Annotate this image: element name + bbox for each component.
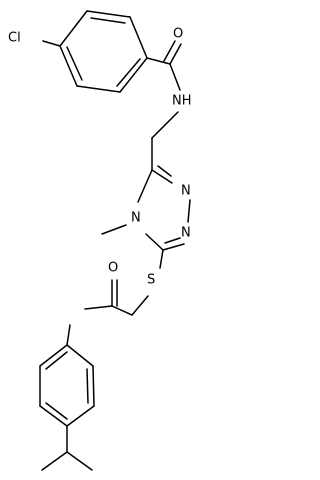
bond-nh-ch2 (151, 111, 179, 139)
atom-triazole-n4: N (131, 211, 141, 226)
bond-hn-ring (66, 324, 71, 346)
bond-carbonyl-nh (169, 63, 181, 91)
chlorophenyl-ring (59, 10, 148, 93)
atom-s: S (147, 273, 155, 288)
bond-s-ch2 (131, 295, 149, 316)
triazole-ring (137, 165, 191, 251)
bond-carbonyl-o-2 (163, 40, 176, 62)
bond-isopropyl-me-right (66, 451, 93, 471)
atom-triazole-n-left: N (181, 226, 191, 241)
bond-carbonyl-o-1 (169, 43, 182, 65)
bond-carbonyl-hn (84, 305, 113, 310)
isopropylphenyl-ring (39, 344, 95, 427)
atom-cl: Cl (8, 31, 21, 46)
bond-triazole-s (159, 249, 164, 269)
atom-triazole-n-right: N (181, 184, 191, 199)
bond-ring-carbonyl (146, 57, 171, 65)
atom-acetamide-o: O (108, 261, 118, 276)
bond-n4-methyl (101, 224, 127, 235)
bond-ch2-carbonyl (111, 305, 133, 316)
atom-amide-nh: NH (172, 94, 192, 109)
atom-amide-o: O (173, 27, 183, 42)
structure-diagram: Cl O NH N N N S O (8, 10, 192, 471)
bond-isopropyl-me-left (41, 451, 68, 471)
bond-ring-cl (42, 40, 61, 47)
